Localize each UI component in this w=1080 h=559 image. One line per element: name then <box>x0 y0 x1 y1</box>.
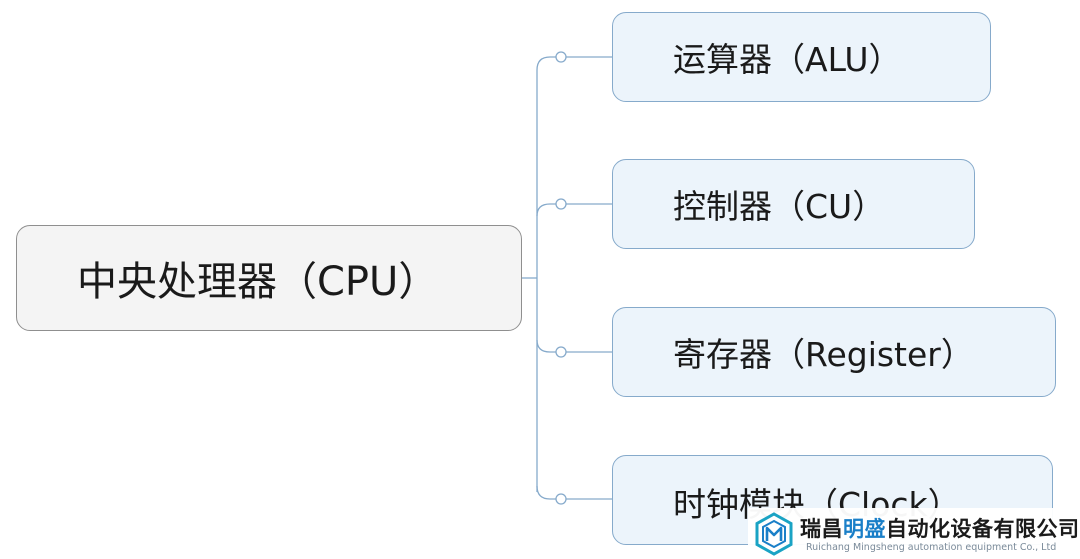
branch-line-register <box>536 339 612 353</box>
company-watermark: 瑞昌明盛自动化设备有限公司 Ruichang Mingsheng automat… <box>748 508 1080 559</box>
branch-line-cu <box>536 203 612 217</box>
company-english-name: Ruichang Mingsheng automation equipment … <box>806 542 1057 553</box>
hexagon-logo-icon <box>755 512 793 556</box>
branch-dot-alu <box>555 51 567 63</box>
company-name: 瑞昌明盛自动化设备有限公司 <box>800 513 1080 543</box>
child-node-cu[interactable]: 控制器（CU） <box>612 159 975 249</box>
root-node-label: 中央处理器（CPU） <box>77 259 439 305</box>
branch-line-clock <box>536 485 612 500</box>
branch-line-alu <box>536 56 612 71</box>
child-node-alu[interactable]: 运算器（ALU） <box>612 12 991 102</box>
company-name-highlight: 明盛 <box>843 517 886 541</box>
child-node-label: 运算器（ALU） <box>673 40 902 79</box>
company-name-part1: 瑞昌 <box>800 517 843 541</box>
branch-dot-cu <box>555 198 567 210</box>
child-node-register[interactable]: 寄存器（Register） <box>612 307 1056 397</box>
child-node-label: 寄存器（Register） <box>673 335 974 374</box>
branch-dot-register <box>555 346 567 358</box>
child-node-label: 控制器（CU） <box>673 187 886 226</box>
branch-dot-clock <box>555 493 567 505</box>
company-name-part3: 自动化设备有限公司 <box>886 517 1080 541</box>
root-node-cpu[interactable]: 中央处理器（CPU） <box>16 225 522 331</box>
